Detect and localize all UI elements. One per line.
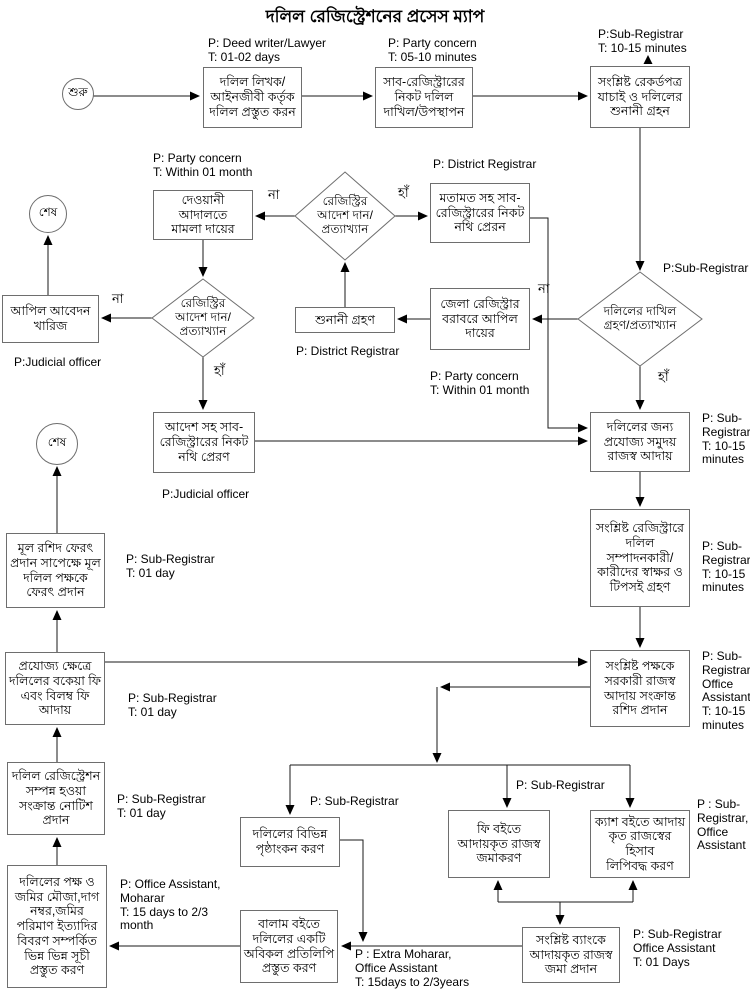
decision-registry-order-2: রেজিস্ট্রির আদেশ দান/ প্রত্যাখ্যান (175, 296, 231, 338)
start-node: শুরু (62, 78, 94, 110)
node-appeal-district: জেলা রেজিস্ট্রার বরাবরে আপিল দায়ের (430, 288, 530, 350)
annotation-order-send: P:Judicial officer (162, 487, 250, 501)
node-opinion-send: মতামত সহ সাব- রেজিস্ট্রারের নিকট নথি প্র… (430, 183, 530, 243)
node-prepare: দলিল লিখক/ আইনজীবী কর্তৃক দলিল প্রস্তুত … (203, 67, 302, 128)
node-arrear-fee: প্রযোজ্য ক্ষেত্রে দলিলের বকেয়া ফি এবং ব… (5, 652, 105, 725)
annotation-prepare: P: Deed writer/Lawyer T: 01-02 days (208, 36, 327, 64)
annotation-appeal-dismiss: P:Judicial officer (14, 355, 102, 369)
page-title: দলিল রেজিস্ট্রেশনের প্রসেস ম্যাপ (265, 7, 485, 26)
annotation-endorsement: P: Sub-Registrar (310, 794, 399, 808)
node-index-prep: দলিলের পক্ষ ও জমির মৌজা,দাগ নম্বর,জমির প… (7, 865, 107, 988)
annotation-appeal-district: P: Party concern T: Within 01 month (430, 369, 530, 397)
node-hearing: শুনানী গ্রহণ (295, 307, 395, 333)
decision-registry-order-1: রেজিস্ট্রির আদেশ দান/ প্রত্যাখ্যান (317, 194, 373, 236)
node-signature-tip: সংশ্লিষ্ট রেজিস্ট্রারে দলিল সম্পাদনকারী/… (590, 509, 690, 607)
node-civil-suit: দেওয়ানী আদালতে মামলা দায়ের (153, 190, 253, 240)
annotation-signature-tip: P: Sub- Registrar T: 10-15 minutes (702, 539, 750, 595)
decision-deed-accept: দলিলের দাখিল গ্রহণ/প্রত্যাখ্যান (603, 304, 677, 332)
edge-label-no-3: না (112, 291, 124, 306)
annotation-submit: P: Party concern T: 05-10 minutes (388, 36, 477, 64)
annotation-arrear-fee: P: Sub-Registrar T: 01 day (128, 691, 217, 719)
annotation-opinion-send: P: District Registrar (433, 157, 537, 171)
edge-label-no-2: না (538, 281, 550, 296)
node-revenue-collect: দলিলের জন্য প্রযোজ্য সমুদয় রাজস্ব আদায় (590, 412, 690, 472)
annotation-notice: P: Sub-Registrar T: 01 day (117, 792, 206, 820)
annotation-revenue-collect: P: Sub- Registrar T: 10-15 minutes (702, 411, 750, 467)
node-order-send: আদেশ সহ সাব- রেজিস্ট্রারের নিকট নথি প্রে… (153, 412, 255, 473)
edge-label-yes-2: হাঁ (658, 369, 669, 384)
node-submit: সাব-রেজিস্ট্রারের নিকট দলিল দাখিল/উপস্থা… (375, 67, 473, 128)
annotation-bank-deposit: P: Sub-Registrar Office Assistant T: 01 … (633, 927, 722, 969)
node-verify: সংশ্লিষ্ট রেকর্ডপত্র যাচাই ও দলিলের শুনা… (590, 66, 690, 128)
annotation-fee-book: P: Sub-Registrar (516, 778, 605, 792)
annotation-receipt: P: Sub- Registrar, Office Assistant T: 1… (702, 649, 750, 732)
end-node-1: শেষ (29, 195, 67, 233)
edge-label-no-1: না (268, 187, 280, 202)
node-balam-copy: বালাম বইতে দলিলের একটি অবিকল প্রতিলিপি প… (240, 910, 338, 983)
annotation-cash-book: P : Sub- Registrar, Office Assistant (697, 797, 749, 853)
edge-label-yes-1: হাঁ (398, 185, 409, 200)
annotation-balam-copy: P : Extra Moharar, Office Assistant T: 1… (355, 947, 470, 989)
annotation-index-prep: P: Office Assistant, Moharar T: 15 days … (120, 877, 221, 933)
node-receipt: সংশ্লিষ্ট পক্ষকে সরকারী রাজস্ব আদায় সংক… (590, 650, 690, 727)
annotation-civil-suit: P: Party concern T: Within 01 month (153, 151, 253, 179)
edge-label-yes-3: হাঁ (214, 363, 225, 378)
node-return-deed: মূল রশিদ ফেরৎ প্রদান সাপেক্ষে মূল দলিল প… (6, 533, 105, 608)
node-appeal-dismiss: আপিল আবেদন খারিজ (2, 295, 99, 343)
node-cash-book: ক্যাশ বইতে আদায় কৃত রাজস্বের হিসাব লিপি… (590, 810, 690, 878)
annotation-return-deed: P: Sub-Registrar T: 01 day (126, 552, 215, 580)
annotation-verify: P:Sub-Registrar T: 10-15 minutes (598, 27, 687, 55)
node-bank-deposit: সংশ্লিষ্ট ব্যাংকে আদায়কৃত রাজস্ব জমা প্… (522, 927, 620, 983)
annotation-deed-accept: P:Sub-Registrar (663, 261, 749, 275)
end-node-2: শেষ (36, 423, 78, 465)
node-notice: দলিল রেজিস্ট্রেশন সম্পন্ন হওয়া সংক্রান্… (7, 762, 105, 835)
node-endorsement: দলিলের বিভিন্ন পৃষ্ঠাংকন করণ (240, 817, 340, 867)
node-fee-book: ফি বইতে আদায়কৃত রাজস্ব জমাকরণ (448, 810, 550, 878)
annotation-hearing: P: District Registrar (296, 344, 400, 358)
